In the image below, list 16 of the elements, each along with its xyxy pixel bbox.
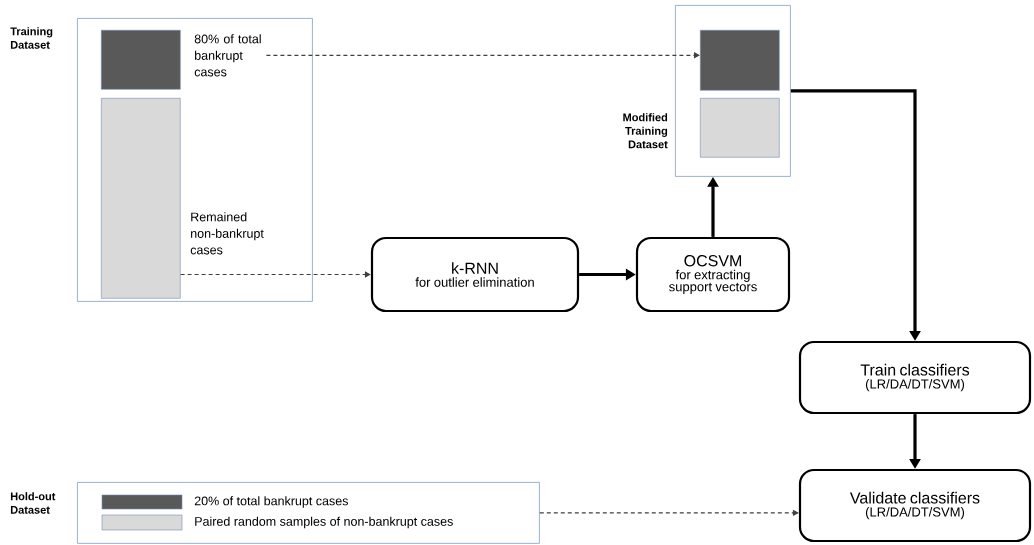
data-bar	[101, 30, 181, 90]
legend-label: 20% of total bankrupt cases	[194, 496, 348, 508]
process-box: Validate classifiers (LR/DA/DT/SVM)	[798, 468, 1032, 543]
data-bar	[700, 98, 780, 158]
data-bar	[700, 30, 780, 91]
process-box: OCSVM for extracting support vectors	[635, 236, 791, 313]
legend-label: Paired random samples of non-bankrupt cases	[195, 516, 453, 529]
arrow	[180, 271, 371, 278]
arrow	[265, 52, 700, 59]
process-box: k-RNN for outlier elimination	[370, 236, 580, 313]
bar-caption: Remained non-bankrupt cases	[190, 212, 264, 255]
process-box: Train classifiers (LR/DA/DT/SVM)	[798, 340, 1032, 415]
panel-heading: Training Dataset	[10, 27, 53, 49]
panel-heading: Hold-out Dataset	[10, 492, 56, 514]
panel-heading: Modified Training Dataset	[623, 113, 668, 149]
bar-caption: 80% of total bankrupt cases	[194, 34, 261, 77]
